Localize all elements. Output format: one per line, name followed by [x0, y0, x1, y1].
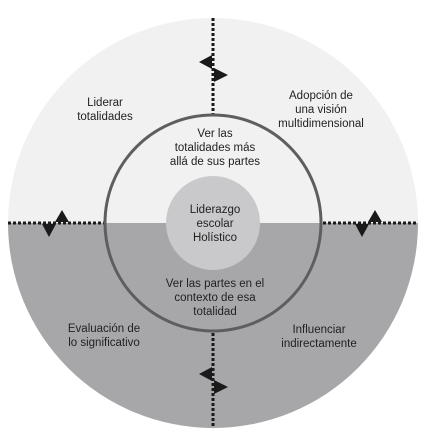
arrow-pair-top-icon [199, 55, 228, 82]
inner-ring-label-bottom: Ver las partes en el contexto de esa tot… [165, 278, 265, 318]
arrow-pair-bottom-icon [199, 367, 228, 394]
center-circle [166, 176, 260, 270]
quadrant-label-top-right: Adopción de una visión multidimensional [278, 90, 364, 130]
inner-ring-bottom-half [105, 223, 321, 331]
inner-ring-top-half [105, 115, 321, 223]
inner-ring-label-top: Ver las totalidades más allá de sus part… [169, 128, 261, 168]
center-label: Liderazgo escolar Holístico [189, 204, 241, 244]
arrow-pair-right-icon [355, 210, 382, 237]
quadrant-label-top-left: Liderar totalidades [77, 97, 133, 123]
quadrant-label-bottom-left: Evaluación de lo significativo [67, 323, 141, 349]
arrow-pair-left-icon [42, 210, 69, 237]
inner-ring-outline [103, 113, 323, 333]
quadrant-label-bottom-right: Influenciar indirectamente [281, 324, 357, 350]
